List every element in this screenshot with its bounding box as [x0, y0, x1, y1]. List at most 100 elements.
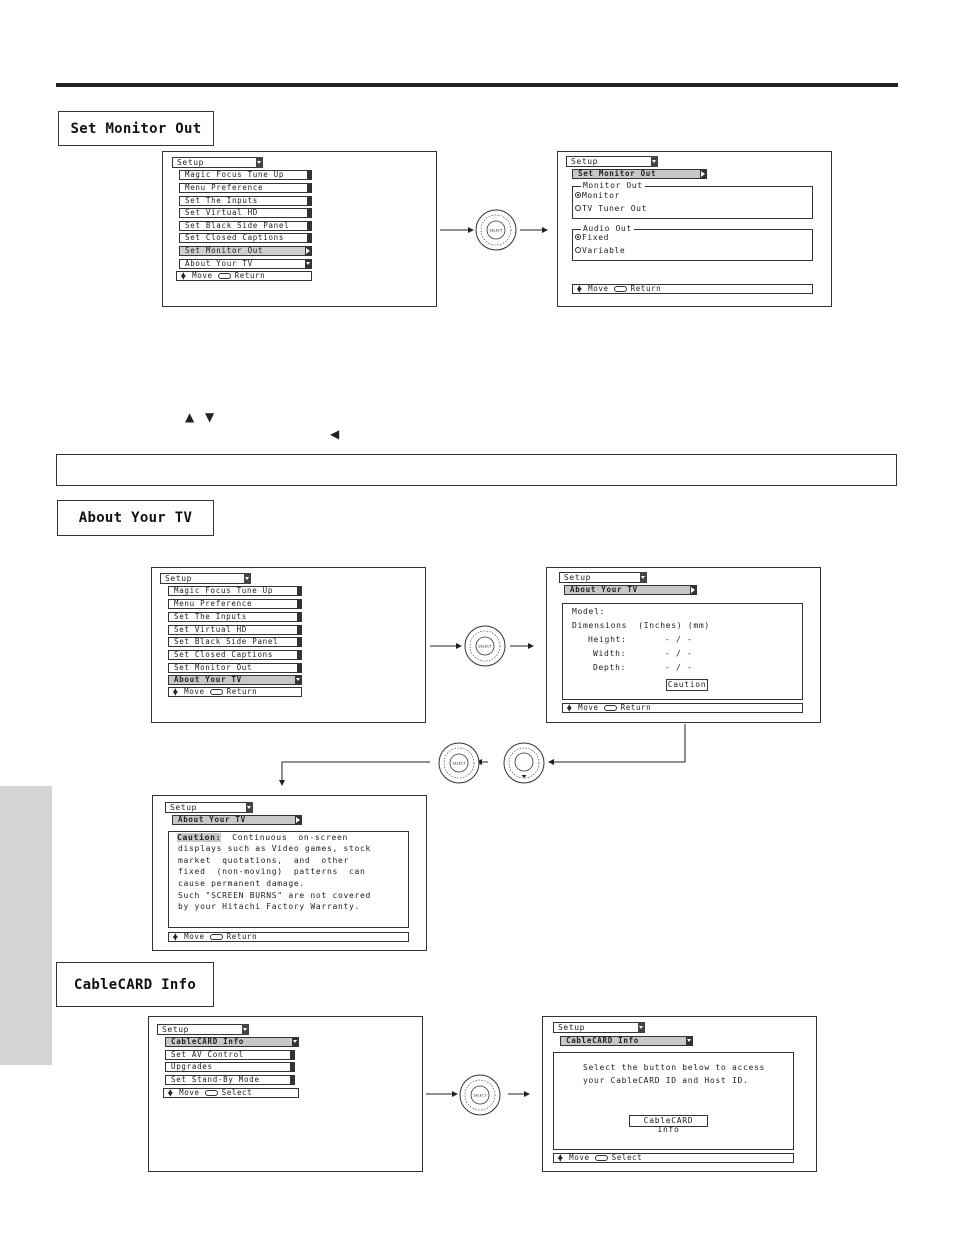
- svg-text:SELECT: SELECT: [489, 229, 503, 233]
- menu-item-about-tv[interactable]: About Your TV: [168, 675, 302, 685]
- left-arrow-icon: ◀: [330, 427, 340, 441]
- cablecard-instruction-1: Select the button below to access: [583, 1063, 766, 1072]
- up-down-icon: ▲▼: [168, 1088, 174, 1098]
- setup-header[interactable]: Setup: [165, 802, 253, 813]
- menu-item-set-inputs[interactable]: Set The Inputs: [179, 196, 312, 206]
- caution-line-5: cause permanent damage.: [178, 879, 305, 888]
- menu-item-black-side-panel[interactable]: Set Black Side Panel: [179, 221, 312, 231]
- menu-item-upgrades[interactable]: Upgrades: [165, 1062, 295, 1072]
- height-value: - / -: [665, 635, 693, 644]
- radio-icon: [575, 246, 581, 253]
- option-monitor[interactable]: Monitor: [575, 191, 620, 201]
- caution-text-box: [168, 831, 409, 928]
- section-title-monitor-out: Set Monitor Out: [58, 111, 214, 146]
- caution-line-1: Caution: Continuous on-screen: [177, 833, 349, 842]
- setup-menu-screen-2: Setup Magic Focus Tune Up Menu Preferenc…: [151, 567, 426, 723]
- caution-button[interactable]: Caution: [666, 679, 708, 691]
- option-tv-tuner-out[interactable]: TV Tuner Out: [575, 204, 647, 214]
- about-tv-title: About Your TV: [172, 815, 302, 825]
- select-icon: [594, 1155, 608, 1161]
- svg-text:SELECT: SELECT: [452, 762, 466, 766]
- menu-item-closed-captions[interactable]: Set Closed Captions: [179, 233, 312, 243]
- return-icon: [613, 286, 627, 292]
- menu-item-stand-by-mode[interactable]: Set Stand-By Mode: [165, 1075, 295, 1085]
- up-down-icon: ▲▼: [577, 284, 583, 294]
- note-box: [56, 454, 897, 486]
- menu-item-magic-focus[interactable]: Magic Focus Tune Up: [179, 170, 312, 180]
- setup-header[interactable]: Setup: [160, 573, 251, 584]
- monitor-out-screen: Setup Set Monitor Out Monitor Out Monito…: [557, 151, 832, 307]
- audio-out-group: Audio Out: [572, 224, 813, 261]
- cablecard-menu-screen: Setup CableCARD Info Set AV Control Upgr…: [148, 1016, 423, 1172]
- option-fixed[interactable]: Fixed: [575, 233, 609, 243]
- dimensions-label: Dimensions (Inches) (mm): [572, 621, 710, 630]
- setup-header[interactable]: Setup: [172, 157, 263, 168]
- about-tv-title: About Your TV: [564, 585, 697, 595]
- menu-item-av-control[interactable]: Set AV Control: [165, 1050, 295, 1060]
- audio-out-label: Audio Out: [581, 224, 634, 234]
- setup-header[interactable]: Setup: [559, 572, 647, 583]
- up-arrow-icon: ▲: [185, 410, 195, 424]
- section-title-about-tv: About Your TV: [57, 500, 214, 536]
- radio-icon: [575, 204, 581, 211]
- depth-label: Depth:: [593, 663, 627, 672]
- cablecard-instruction-2: your CableCARD ID and Host ID.: [583, 1076, 749, 1085]
- caution-heading: Caution:: [177, 833, 222, 842]
- svg-text:SELECT: SELECT: [478, 645, 492, 649]
- return-icon: [603, 705, 617, 711]
- return-icon: [209, 689, 223, 695]
- up-down-icon: ▲▼: [558, 1153, 564, 1163]
- menu-item-cablecard-info[interactable]: CableCARD Info: [165, 1037, 299, 1047]
- flow-arrows-1: [440, 227, 548, 233]
- menu-item-magic-focus[interactable]: Magic Focus Tune Up: [168, 586, 302, 596]
- cablecard-info-screen: Setup CableCARD Info Select the button b…: [542, 1016, 817, 1172]
- radio-selected-icon: [575, 191, 581, 198]
- select-remote-icon: SELECT: [459, 1074, 501, 1120]
- width-value: - / -: [665, 649, 693, 658]
- setup-header[interactable]: Setup: [157, 1024, 249, 1035]
- up-down-icon: ▲▼: [181, 271, 187, 281]
- flow-arrows-3: [426, 1091, 530, 1097]
- depth-value: - / -: [665, 663, 693, 672]
- select-remote-icon: SELECT: [464, 625, 506, 671]
- section-title-cablecard: CableCARD Info: [56, 962, 214, 1007]
- menu-item-closed-captions[interactable]: Set Closed Captions: [168, 650, 302, 660]
- menu-item-about-tv[interactable]: About Your TV: [179, 259, 312, 269]
- caution-line-6: Such "SCREEN BURNS" are not covered: [178, 891, 372, 900]
- caution-line-7: by your Hitachi Factory Warranty.: [178, 902, 361, 911]
- about-tv-screen: Setup About Your TV Model: Dimensions (I…: [546, 567, 821, 723]
- menu-item-virtual-hd[interactable]: Set Virtual HD: [168, 625, 302, 635]
- down-button-remote-icon: [503, 742, 545, 788]
- height-label: Height:: [588, 635, 627, 644]
- cablecard-title: CableCARD Info: [560, 1036, 693, 1046]
- menu-item-menu-preference[interactable]: Menu Preference: [168, 599, 302, 609]
- menu-item-monitor-out[interactable]: Set Monitor Out: [179, 246, 312, 256]
- menu-item-menu-preference[interactable]: Menu Preference: [179, 183, 312, 193]
- up-down-icon: ▲▼: [173, 932, 179, 942]
- setup-header[interactable]: Setup: [566, 156, 658, 167]
- menu-item-monitor-out[interactable]: Set Monitor Out: [168, 663, 302, 673]
- menu-item-virtual-hd[interactable]: Set Virtual HD: [179, 208, 312, 218]
- width-label: Width:: [593, 649, 627, 658]
- up-down-icon: ▲▼: [173, 687, 179, 697]
- return-icon: [217, 273, 231, 279]
- setup-menu-screen-1: Setup Magic Focus Tune Up Menu Preferenc…: [162, 151, 437, 307]
- monitor-out-title: Set Monitor Out: [572, 169, 707, 179]
- menu-item-black-side-panel[interactable]: Set Black Side Panel: [168, 637, 302, 647]
- monitor-out-group: Monitor Out: [572, 181, 813, 219]
- cablecard-info-button[interactable]: CableCARD Info: [629, 1115, 708, 1134]
- about-info-box: [562, 603, 803, 700]
- flow-arrows-2: [430, 643, 534, 649]
- caution-line-2: displays such as Video games, stock: [178, 844, 372, 853]
- option-variable[interactable]: Variable: [575, 246, 625, 256]
- setup-header[interactable]: Setup: [553, 1022, 645, 1033]
- caution-line-4: fixed (non-moving) patterns can: [178, 867, 366, 876]
- select-remote-icon: SELECT: [438, 742, 480, 788]
- menu-item-set-inputs[interactable]: Set The Inputs: [168, 612, 302, 622]
